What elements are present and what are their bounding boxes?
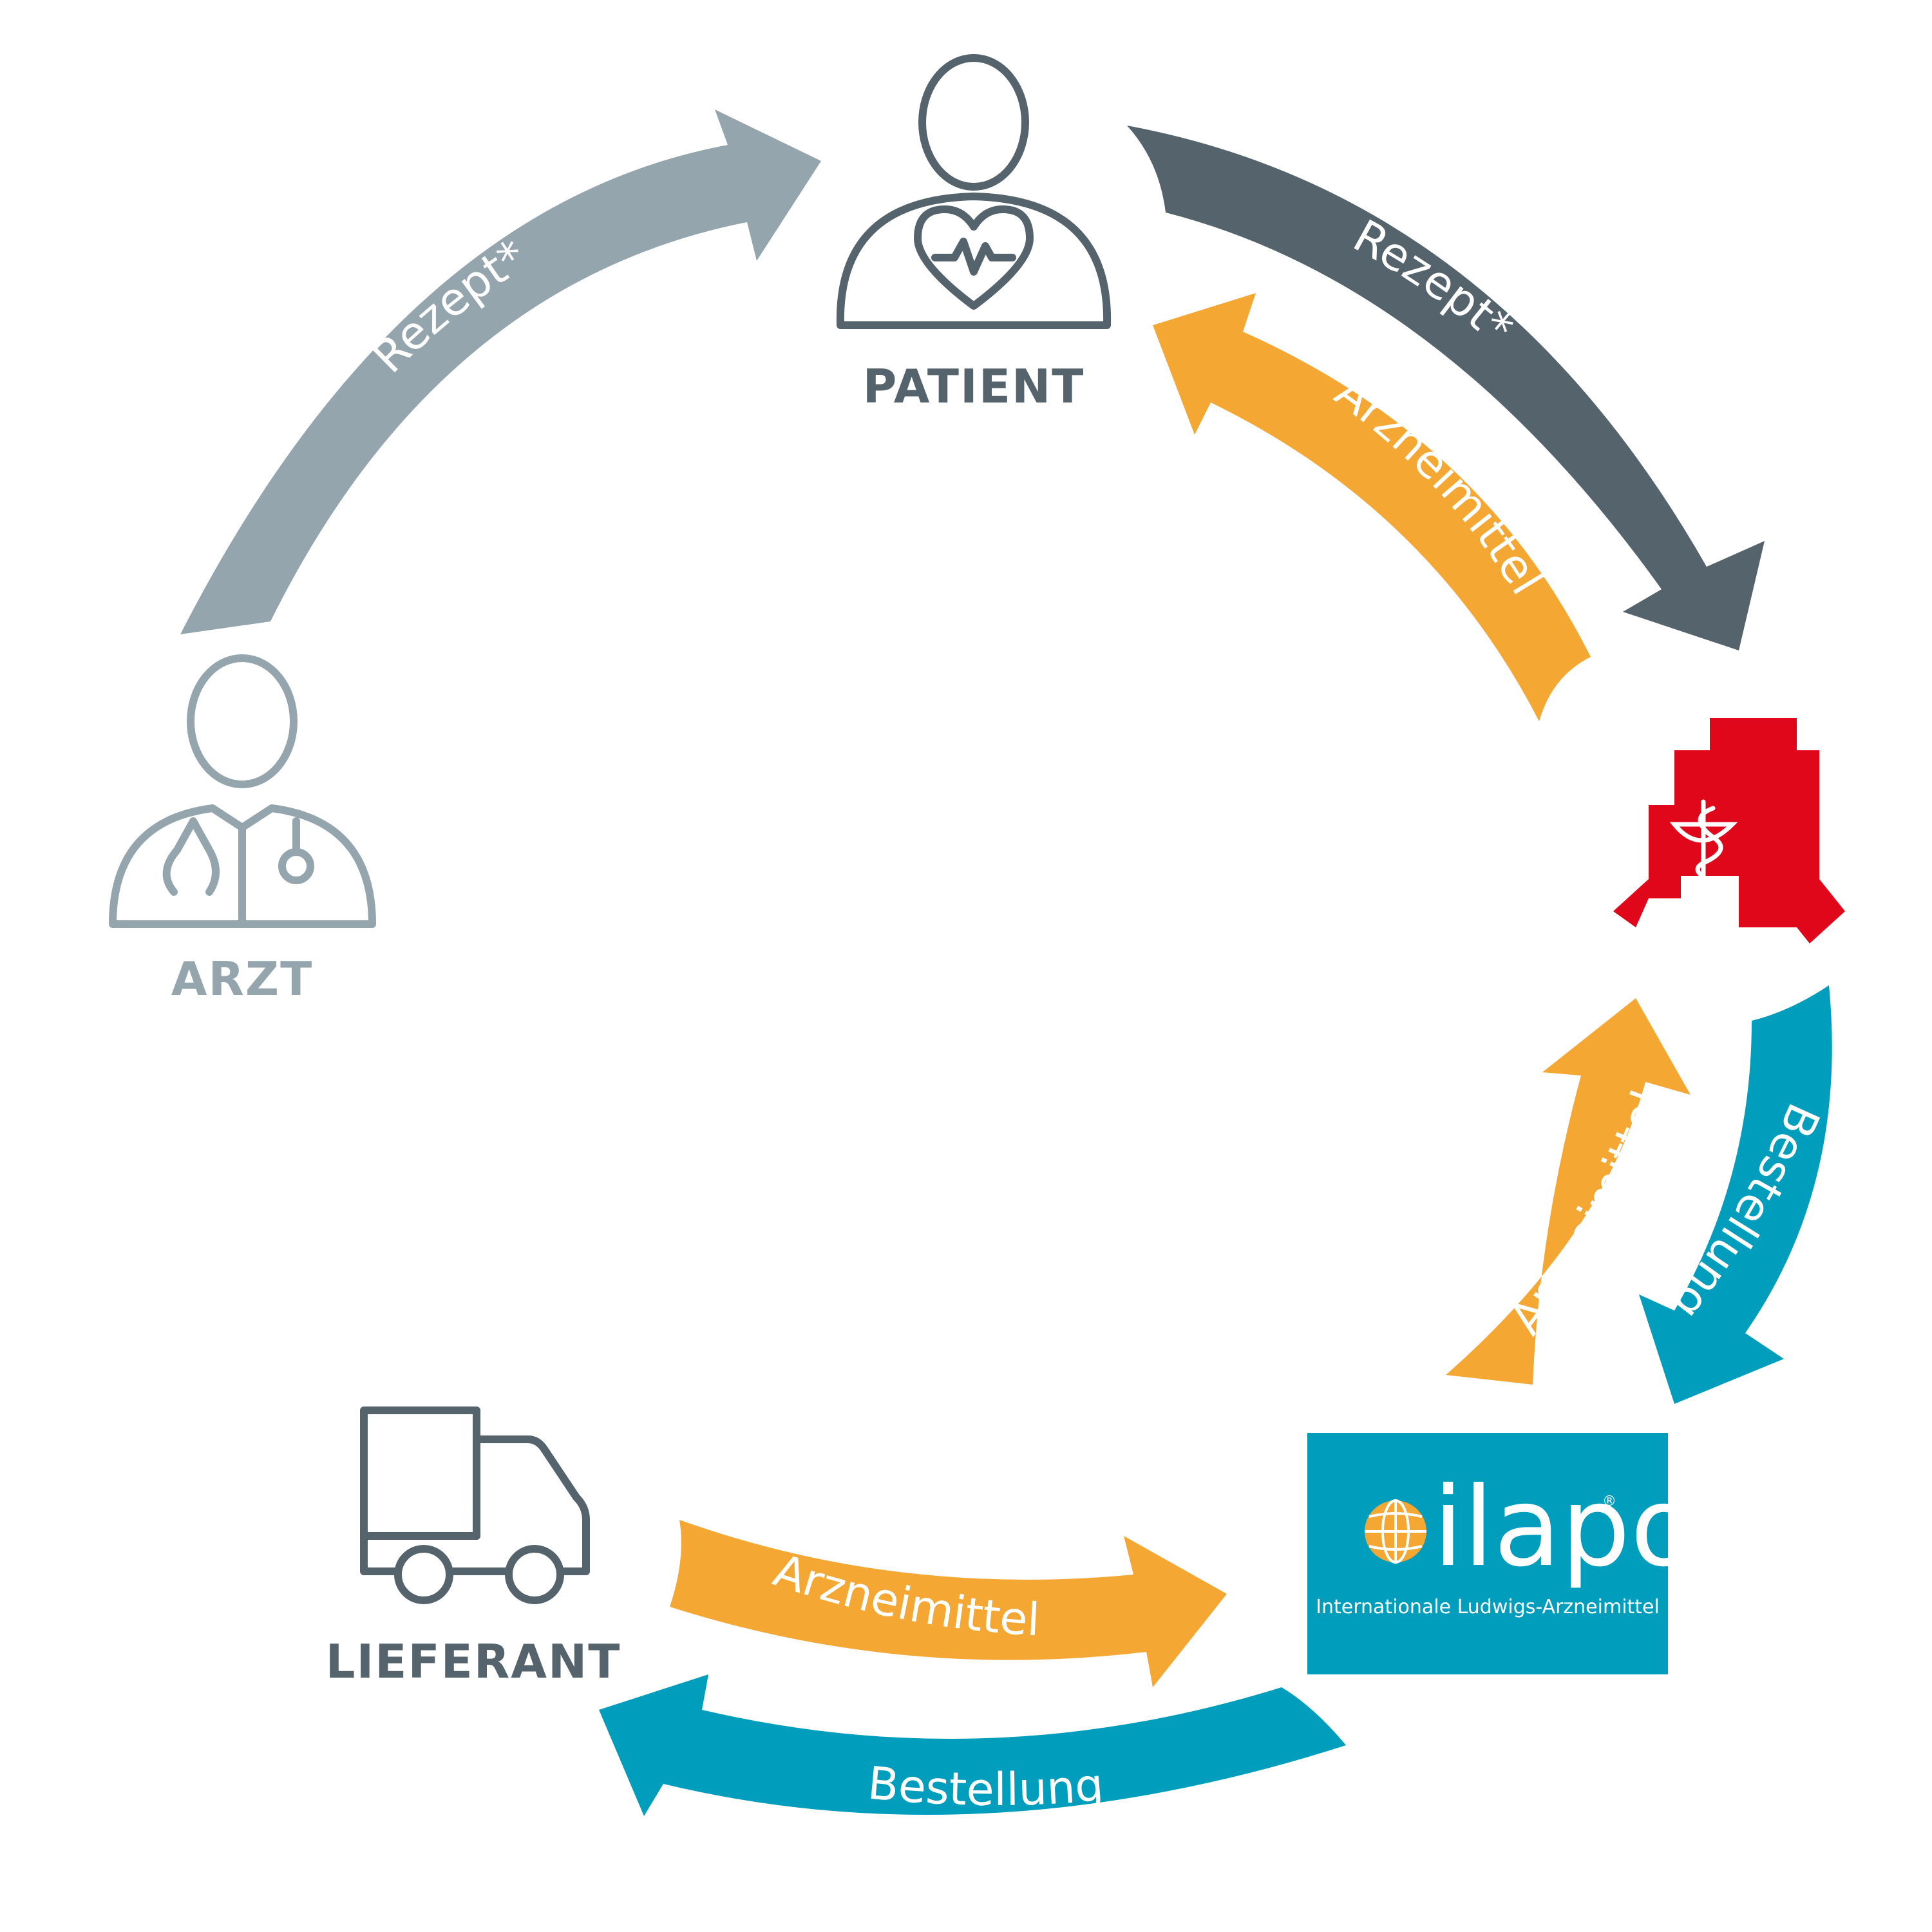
lieferant-node: LIEFERANT xyxy=(326,1406,621,1689)
arrow-ilapo-to-lieferant-shape xyxy=(599,1674,1346,1816)
doctor-head xyxy=(187,654,298,788)
bowl-of-hygieia-icon xyxy=(1669,799,1738,888)
arrow-apotheke-to-ilapo-shape xyxy=(1639,985,1832,1404)
arrow-arzt-to-patient-shape xyxy=(180,109,821,634)
arzt-node: ARZT xyxy=(109,654,376,1006)
truck-icon xyxy=(360,1406,590,1604)
arrow-ilapo-to-lieferant: Bestellung xyxy=(599,1674,1346,1816)
patient-torso xyxy=(836,193,1112,329)
truck-rear-wheel xyxy=(394,1545,453,1604)
apotheke-node xyxy=(1613,718,1845,943)
arrow-lieferant-to-ilapo-shape xyxy=(670,1520,1227,1687)
ilapo-subtitle: Internationale Ludwigs-Arzneimittel xyxy=(1316,1596,1660,1618)
arrow-apotheke-to-patient-shape xyxy=(1153,293,1591,721)
arrow-arzt-to-patient: Rezept* xyxy=(180,109,821,634)
apotheke-a-logo xyxy=(1613,718,1845,943)
truck-front-wheel xyxy=(505,1545,564,1604)
truck-cab xyxy=(360,1435,590,1575)
patient-node: PATIENT xyxy=(836,54,1112,413)
ilapo-node: ilapo ® Internationale Ludwigs-Arzneimit… xyxy=(1307,1433,1698,1674)
arrow-patient-to-apotheke-shape xyxy=(1127,126,1765,650)
arrow-lieferant-to-ilapo: Arzneimittel xyxy=(670,1520,1227,1687)
arrow-ilapo-to-apotheke-shape xyxy=(1446,998,1690,1385)
doctor-icon xyxy=(109,654,376,928)
patient-label: PATIENT xyxy=(863,359,1085,413)
globe-icon xyxy=(1365,1499,1426,1564)
lieferant-label: LIEFERANT xyxy=(326,1634,621,1689)
heartbeat-line xyxy=(931,238,1016,276)
arrow-ilapo-to-lieferant-label: Bestellung xyxy=(866,1756,1106,1815)
ilapo-logo-box xyxy=(1307,1433,1668,1674)
doctor-torso xyxy=(109,804,376,928)
arrow-apotheke-to-ilapo: Bestellung xyxy=(1639,985,1832,1404)
stethoscope-icon xyxy=(162,817,220,896)
heart-outline xyxy=(914,205,1034,310)
patient-heart-icon xyxy=(836,54,1112,329)
ilapo-registered-mark: ® xyxy=(1602,1493,1616,1510)
arzt-label: ARZT xyxy=(171,952,313,1006)
truck-cargo-box xyxy=(360,1406,480,1540)
stethoscope-chest-piece xyxy=(278,848,314,884)
ilapo-wordmark: ilapo xyxy=(1433,1464,1698,1591)
patient-head xyxy=(918,54,1029,191)
